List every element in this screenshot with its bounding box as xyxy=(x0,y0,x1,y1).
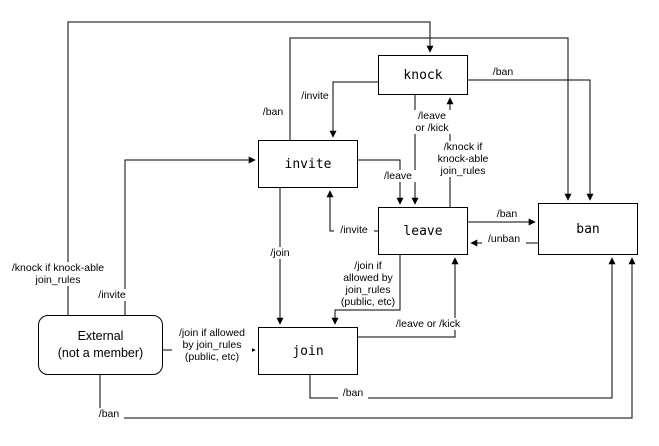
edge-join-to-leave xyxy=(358,257,459,338)
state-node-join: join xyxy=(258,327,358,375)
edge-label-leave-to-join: /join if allowed by join_rules (public, … xyxy=(338,260,398,308)
state-node-ban: ban xyxy=(538,203,638,255)
edge-label-invite-to-ban: /ban xyxy=(262,106,284,118)
state-node-leave: leave xyxy=(378,207,468,255)
edge-label-external-to-join: /join if allowed by join_rules (public, … xyxy=(172,327,252,363)
edge-label-ban-to-leave: /unban xyxy=(482,233,526,245)
edge-label-external-to-knock: /knock if knock-able join_rules xyxy=(6,262,110,286)
edge-label-invite-to-join: /join xyxy=(262,247,298,259)
edge-external-to-knock xyxy=(67,21,434,315)
edge-label-external-to-invite: /invite xyxy=(92,289,132,301)
edge-label-leave-to-invite: /invite xyxy=(334,224,374,236)
edge-join-to-ban xyxy=(309,257,616,399)
edge-label-knock-to-ban: /ban xyxy=(492,66,514,78)
state-node-external: External (not a member) xyxy=(38,315,163,375)
state-node-invite: invite xyxy=(258,140,358,188)
edge-label-join-to-leave: /leave or /kick xyxy=(390,318,466,330)
edge-label-invite-to-leave: /leave xyxy=(378,170,418,182)
edge-label-join-to-ban: /ban xyxy=(338,387,368,399)
edge-label-knock-to-invite: /invite xyxy=(301,90,329,102)
edge-leave-to-join xyxy=(331,255,401,325)
edge-knock-to-ban xyxy=(468,79,594,201)
edge-external-to-invite xyxy=(124,156,256,315)
edge-knock-to-invite xyxy=(329,81,378,138)
edge-label-leave-to-ban: /ban xyxy=(496,208,518,220)
edge-label-external-to-ban: /ban xyxy=(94,408,124,420)
edge-external-to-ban xyxy=(99,257,636,419)
state-node-knock: knock xyxy=(378,55,468,95)
edge-label-knock-to-leave: /leave or /kick xyxy=(406,110,458,134)
edge-invite-to-leave xyxy=(358,159,404,205)
edge-label-leave-to-knock: /knock if knock-able join_rules xyxy=(434,141,492,177)
edge-invite-to-ban xyxy=(289,37,572,201)
